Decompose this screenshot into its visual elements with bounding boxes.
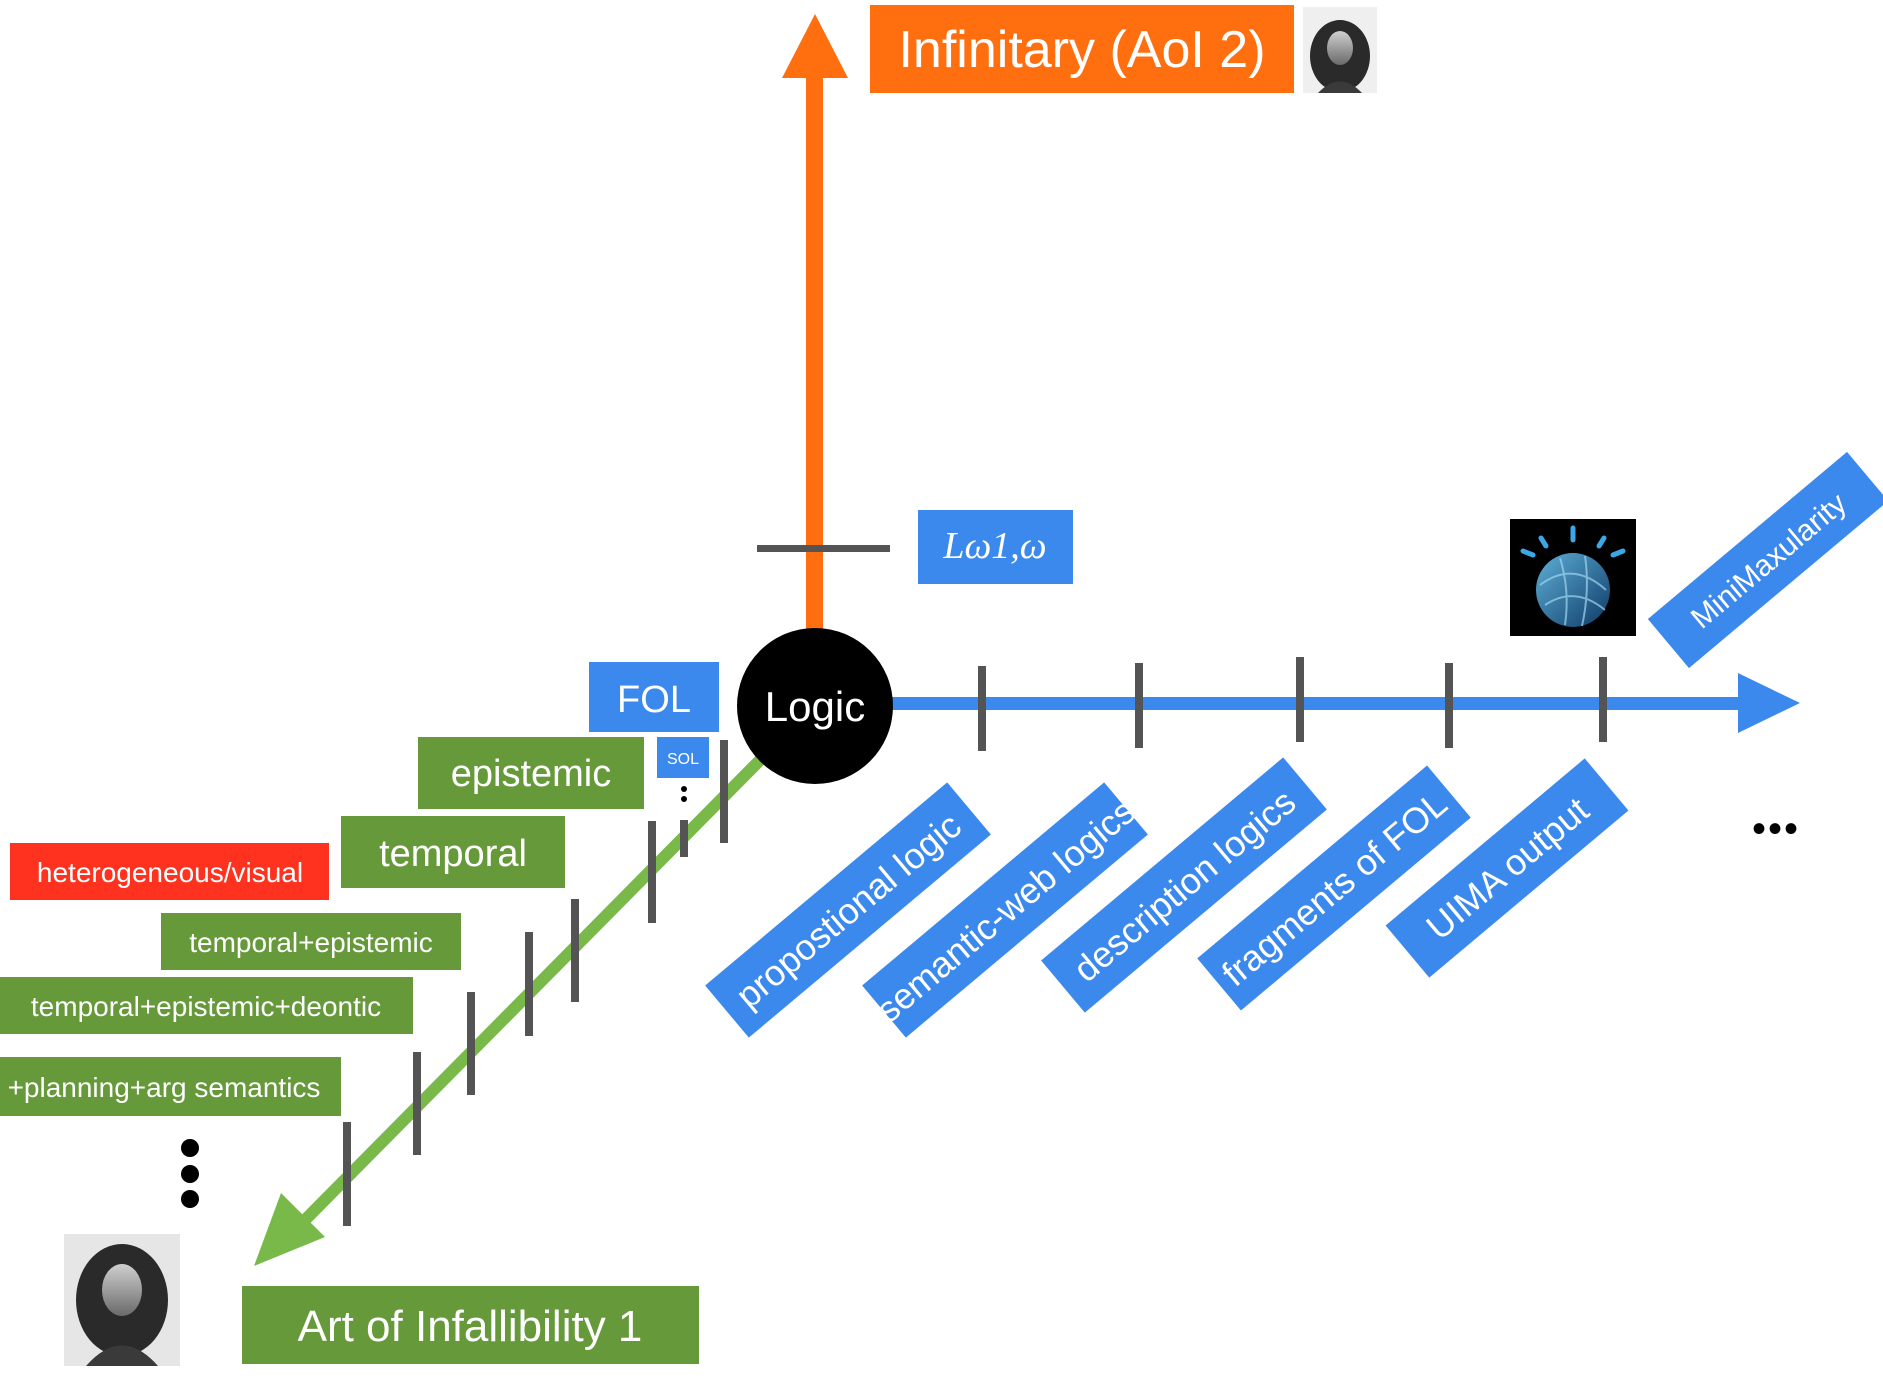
temporal-epistemic-label-box (161, 913, 461, 970)
art-of-infallibility-label: Art of Infallibility 1 (298, 1302, 643, 1351)
diagonal-axis-ticks (343, 740, 728, 1226)
logic-node-label: Logic (765, 683, 865, 730)
infinitary-label: Infinitary (AoI 2) (898, 21, 1265, 79)
vertical-axis-arrowhead (782, 14, 848, 78)
label-minimaxularity-text: MiniMaxularity (1685, 487, 1853, 636)
fol-label-box (589, 662, 719, 732)
horizontal-tick (1599, 657, 1607, 742)
label-minimaxularity: MiniMaxularity (1647, 451, 1883, 669)
planning-arg-label-box (0, 1057, 341, 1116)
heterogeneous-label: heterogeneous/visual (37, 857, 303, 888)
diagonal-tick (525, 932, 533, 1036)
temporal-label: temporal (379, 833, 527, 875)
watson-globe-icon (1510, 519, 1636, 636)
sol-label: SOL (667, 751, 699, 768)
temporal-epistemic-deontic-label: temporal+epistemic+deontic (31, 991, 381, 1022)
vertical-axis-line (806, 55, 823, 635)
logic-node (737, 628, 893, 784)
diagonal-axis-arrowhead (254, 1193, 325, 1266)
diagonal-tick (720, 740, 728, 843)
diagonal-tick (413, 1052, 421, 1155)
diagonal-tick (680, 820, 688, 857)
horizontal-ellipsis: ••• (1752, 807, 1800, 851)
diagonal-axis-line (297, 747, 773, 1228)
diagonal-ellipsis (181, 1139, 199, 1208)
diagonal-tick (571, 899, 579, 1002)
portrait-icon (1303, 7, 1377, 93)
sol-ellipsis (681, 786, 687, 802)
fol-label: FOL (617, 679, 691, 721)
horizontal-tick (1296, 657, 1304, 742)
horizontal-tick (978, 666, 986, 751)
diagonal-tick (467, 992, 475, 1095)
diagonal-tick (343, 1122, 351, 1226)
temporal-label-box (341, 816, 565, 888)
portrait-icon (64, 1234, 180, 1366)
planning-arg-label: +planning+arg semantics (8, 1072, 321, 1103)
epistemic-label: epistemic (451, 753, 612, 795)
horizontal-axis-line (880, 697, 1760, 710)
temporal-epistemic-deontic-label-box (0, 977, 413, 1034)
infinitary-label-box (870, 5, 1294, 93)
diagonal-tick (648, 821, 656, 923)
heterogeneous-label-box (10, 843, 329, 900)
horizontal-tick (1135, 663, 1143, 748)
epistemic-label-box (418, 737, 644, 809)
vertical-axis-tick (757, 545, 890, 552)
lomega-label: Lω1,ω (942, 525, 1046, 567)
temporal-epistemic-label: temporal+epistemic (189, 927, 433, 958)
sol-label-box (657, 737, 709, 778)
horizontal-axis-arrowhead (1738, 673, 1800, 733)
horizontal-axis-ticks (978, 657, 1607, 751)
lomega-label-box (918, 510, 1073, 584)
horizontal-tick (1445, 663, 1453, 748)
art-of-infallibility-label-box (242, 1286, 699, 1364)
